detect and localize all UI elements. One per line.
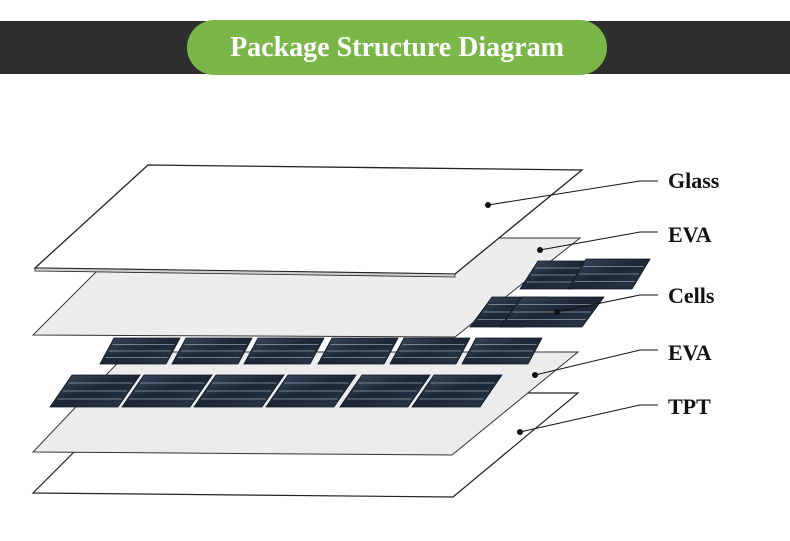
cell-back-5 xyxy=(389,337,471,365)
label-tpt: TPT xyxy=(668,394,711,419)
cell-back-4 xyxy=(317,337,399,365)
page-title: Package Structure Diagram xyxy=(230,31,564,63)
leader-line-eva-bottom xyxy=(534,349,658,376)
cell-right-2 xyxy=(567,258,651,290)
leader-dots xyxy=(485,202,560,435)
cell-front-5 xyxy=(339,374,431,408)
solar-cells-array xyxy=(49,337,543,408)
cell-back-3 xyxy=(243,337,325,365)
label-glass: Glass xyxy=(668,168,720,193)
leader-dot-eva-top xyxy=(537,247,543,253)
solar-cells-right-visible xyxy=(469,258,651,328)
leader-dot-cells xyxy=(554,309,560,315)
cell-front-1 xyxy=(49,374,141,408)
leader-line-tpt xyxy=(519,404,658,433)
cell-back-6 xyxy=(461,337,543,365)
leader-lines xyxy=(487,180,658,433)
label-cells: Cells xyxy=(668,283,715,308)
cell-front-4 xyxy=(265,374,357,408)
leader-line-glass xyxy=(487,180,658,206)
leader-line-cells xyxy=(556,294,658,313)
title-badge: Package Structure Diagram xyxy=(187,20,607,75)
leader-line-eva-top xyxy=(539,231,658,251)
cell-back-2 xyxy=(171,337,253,365)
cell-front-3 xyxy=(193,374,285,408)
label-eva-bottom: EVA xyxy=(668,340,712,365)
cell-right-4 xyxy=(499,296,605,328)
cell-front-6 xyxy=(411,374,503,408)
glass-edge xyxy=(34,267,456,278)
leader-dot-tpt xyxy=(517,429,523,435)
leader-dot-eva-bottom xyxy=(532,372,538,378)
leader-dot-glass xyxy=(485,202,491,208)
label-eva-top: EVA xyxy=(668,222,712,247)
cell-front-2 xyxy=(121,374,213,408)
cell-back-1 xyxy=(99,337,181,365)
